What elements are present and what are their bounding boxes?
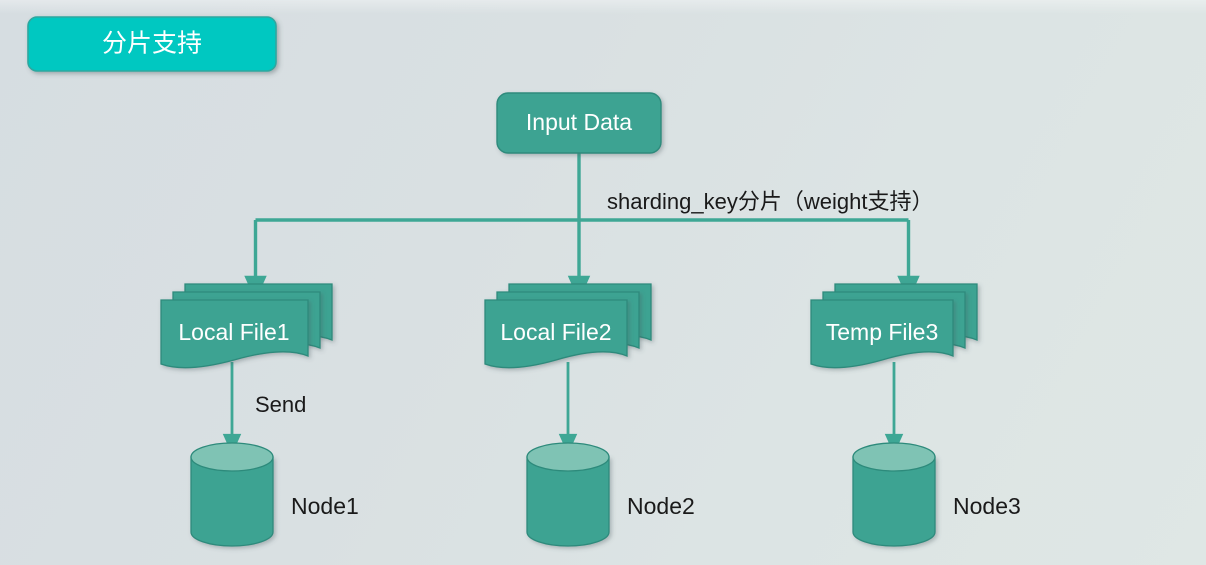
title-badge[interactable]: 分片支持: [27, 16, 277, 72]
file3-label: Temp File3: [826, 319, 938, 345]
node1-cylinder-top: [190, 442, 274, 472]
sharding-key-edge-label: sharding_key分片（weight支持）: [607, 189, 933, 214]
file3-sheet-front[interactable]: [810, 299, 954, 369]
node1-cylinder-body[interactable]: [190, 456, 274, 547]
input-data-label: Input Data: [526, 109, 632, 135]
node3-cylinder-body[interactable]: [852, 456, 936, 547]
storage-node2[interactable]: Node2: [526, 442, 695, 547]
file1-sheet-front[interactable]: [160, 299, 309, 369]
node2-cylinder-top: [526, 442, 610, 472]
title-badge-box[interactable]: [27, 16, 277, 72]
node1-label: Node1: [291, 493, 359, 519]
file2-label: Local File2: [500, 319, 611, 345]
input-data-box[interactable]: [496, 92, 662, 154]
file1-label: Local File1: [178, 319, 289, 345]
file-stack-file3[interactable]: Temp File3: [810, 283, 978, 369]
send-edge-label: Send: [255, 392, 306, 417]
node2-cylinder-body[interactable]: [526, 456, 610, 547]
input-data-node[interactable]: Input Data: [496, 92, 662, 154]
node3-label: Node3: [953, 493, 1021, 519]
connector-group: [222, 152, 920, 455]
storage-node1[interactable]: Node1: [190, 442, 359, 547]
file-stack-file1[interactable]: Local File1: [160, 283, 333, 369]
file2-sheet-front[interactable]: [484, 299, 628, 369]
storage-node3[interactable]: Node3: [852, 442, 1021, 547]
title-badge-label: 分片支持: [102, 30, 202, 58]
file-stack-file2[interactable]: Local File2: [484, 283, 652, 369]
node3-cylinder-top: [852, 442, 936, 472]
node2-label: Node2: [627, 493, 695, 519]
